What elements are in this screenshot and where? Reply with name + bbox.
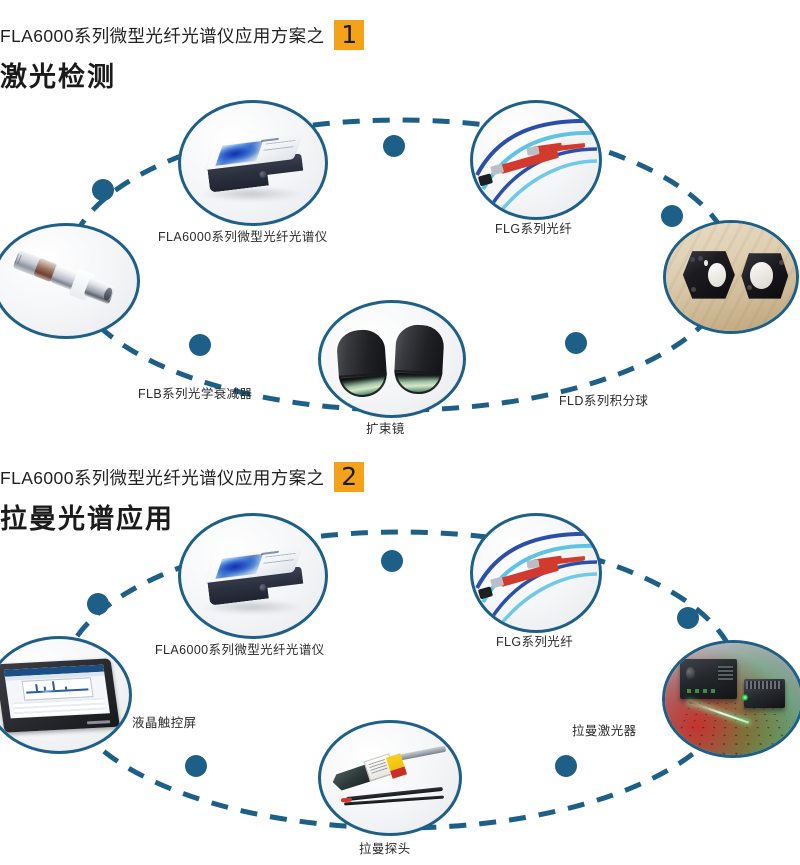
section-1-headline-text: FLA6000系列微型光纤光谱仪应用方案之 — [0, 25, 325, 46]
section-2-headline: FLA6000系列微型光纤光谱仪应用方案之 2 — [0, 462, 365, 492]
raman-laser-icon — [665, 643, 800, 755]
expander-bubble — [318, 300, 466, 418]
spectrometer-2-bubble — [178, 513, 328, 639]
section-1-header: FLA6000系列微型光纤光谱仪应用方案之 1 激光检测 — [0, 20, 365, 94]
fiber-2-label: FLG系列光纤 — [496, 635, 574, 649]
diagram-laser-detection: FLA6000系列微型光纤光谱仪 — [0, 95, 800, 440]
expander-label: 扩束镜 — [366, 422, 405, 436]
fiber-label: FLG系列光纤 — [495, 222, 573, 236]
attenuator-bubble — [0, 223, 140, 339]
spectrometer-2-label: FLA6000系列微型光纤光谱仪 — [155, 643, 325, 657]
sphere-label: FLD系列积分球 — [559, 394, 649, 408]
lcd-touchscreen-icon — [0, 639, 129, 751]
spectrometer-label: FLA6000系列微型光纤光谱仪 — [158, 230, 328, 244]
spectrometer-icon — [181, 516, 325, 636]
fiber-optic-icon — [473, 103, 599, 217]
raman-laser-label: 拉曼激光器 — [572, 724, 637, 738]
lcd-bubble — [0, 636, 132, 754]
raman-laser-bubble — [662, 640, 800, 758]
section-2-headline-text: FLA6000系列微型光纤光谱仪应用方案之 — [0, 467, 325, 488]
fiber-optic-icon — [473, 516, 599, 630]
raman-probe-label: 拉曼探头 — [359, 842, 411, 856]
fiber-2-bubble — [470, 513, 602, 633]
lcd-label: 液晶触控屏 — [132, 716, 197, 730]
section-2-badge: 2 — [334, 462, 365, 492]
section-2-header: FLA6000系列微型光纤光谱仪应用方案之 2 拉曼光谱应用 — [0, 462, 365, 536]
spectrometer-bubble — [178, 100, 328, 226]
diagram-raman: FLA6000系列微型光纤光谱仪 — [0, 508, 800, 858]
raman-probe-icon — [321, 723, 459, 833]
spectrometer-icon — [181, 103, 325, 223]
section-1-headline: FLA6000系列微型光纤光谱仪应用方案之 1 — [0, 20, 365, 50]
attenuator-label: FLB系列光学衰减器 — [138, 387, 253, 401]
section-1-title: 激光检测 — [0, 62, 116, 92]
fiber-bubble — [470, 100, 602, 220]
section-2-title: 拉曼光谱应用 — [0, 504, 174, 534]
section-1-badge: 1 — [334, 20, 365, 50]
integrating-sphere-icon — [666, 223, 796, 331]
raman-probe-bubble — [318, 720, 462, 836]
beam-expander-icon — [321, 303, 463, 415]
sphere-bubble — [663, 220, 799, 334]
optical-attenuator-icon — [0, 226, 137, 336]
